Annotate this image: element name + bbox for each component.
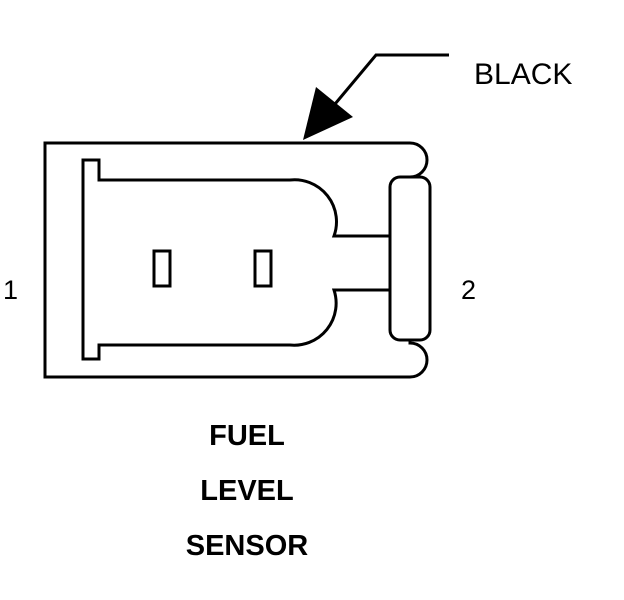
caption-line-1: FUEL [209, 420, 285, 452]
caption-line-3: SENSOR [185, 530, 309, 562]
pin-number-right: 2 [461, 275, 477, 305]
caption-line-2: LEVEL [200, 475, 294, 507]
color-callout-label: BLACK [474, 58, 573, 91]
terminal-slot-2 [253, 249, 273, 288]
callout-arrowhead [303, 87, 353, 140]
callout-leader-line [328, 53, 449, 111]
locking-tab [388, 175, 432, 342]
terminal-slot-1 [152, 249, 172, 288]
pin-number-left: 1 [3, 275, 19, 305]
